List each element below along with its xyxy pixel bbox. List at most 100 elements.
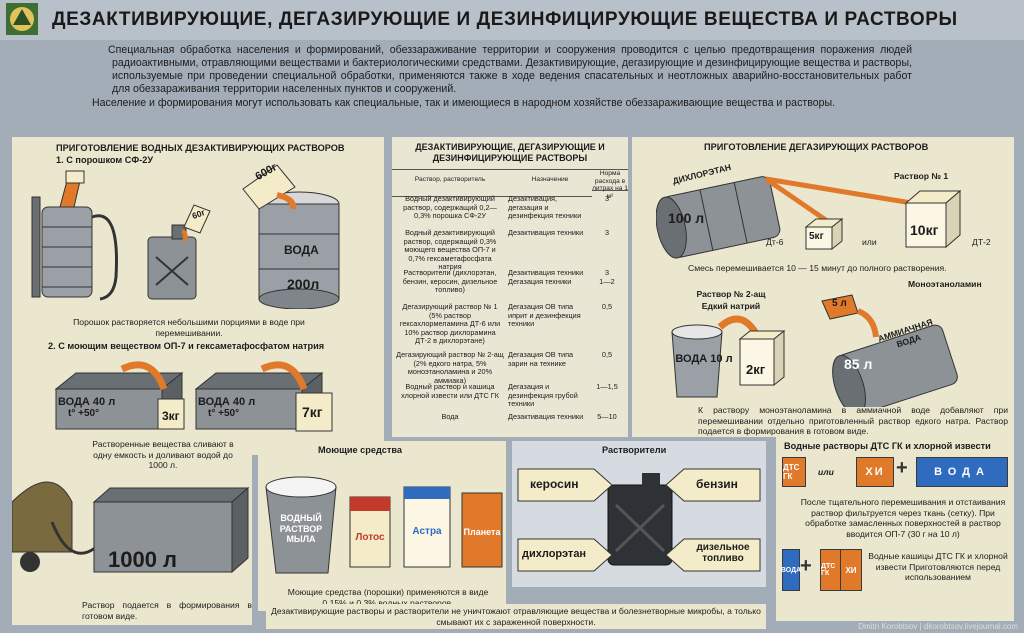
- monoethanolamine-note: К раствору моноэтаноламина в аммиачной в…: [698, 405, 1008, 436]
- box-2kg-label: 2кг: [746, 362, 766, 377]
- table-cell-purpose: Дегазация и дезинфекция грубой техники: [508, 382, 578, 409]
- detergents-note: Моющие средства (порошки) применяются в …: [287, 587, 489, 608]
- detergents-illustration: [265, 476, 503, 574]
- solvents-illustration: [517, 468, 761, 572]
- sprayer-illustration: [31, 170, 118, 301]
- civil-defense-emblem-icon: [6, 3, 38, 35]
- table-cell-norm: 3: [604, 194, 610, 203]
- table-cell-solution: Водный дезактивирующий раствор, содержащ…: [403, 228, 497, 272]
- panel-title: ПРИГОТОВЛЕНИЕ ВОДНЫХ ДЕЗАКТИВИРУЮЩИХ РАС…: [56, 143, 345, 153]
- table-cell-norm: 3: [604, 228, 610, 237]
- table-header-purpose: Назначение: [508, 169, 592, 197]
- poster-title: ДЕЗАКТИВИРУЮЩИЕ, ДЕГАЗИРУЮЩИЕ И ДЕЗИНФИЦ…: [52, 9, 958, 30]
- solvent-dichloroethane: дихлорэтан: [522, 548, 587, 560]
- table-cell-norm: 0,5: [601, 302, 613, 311]
- panel-dts-gk: Водные растворы ДТС ГК и хлорной извести…: [776, 437, 1014, 621]
- hi-box-2: ХИ: [840, 549, 862, 591]
- dt6-label: Дт-6: [766, 237, 784, 247]
- table-cell-purpose: Дегазация ОВ типа иприт и дезинфекция те…: [508, 302, 581, 329]
- barrel-200l-illustration: [242, 164, 340, 309]
- soap-bucket-label: ВОДНЫЙ РАСТВОР МЫЛА: [279, 513, 323, 544]
- solution2-illustration: [671, 294, 958, 407]
- panel-solvents: Растворители керосин бензин дихлорэтан д…: [512, 441, 766, 587]
- solvent-diesel: дизельное топливо: [696, 542, 750, 564]
- plus-sign-2: +: [800, 555, 812, 577]
- mixing-box-2-illustration: [194, 361, 333, 432]
- table-cell-purpose: Дезактивация техники Дегазация техники: [508, 268, 584, 286]
- label-200l: 200л: [287, 276, 320, 292]
- method-2-title: 2. С моющим веществом ОП-7 и гексаметафо…: [48, 341, 325, 351]
- table-cell-norm: 1—1,5: [596, 382, 618, 391]
- panel-detergents: Моющие средства ВОДНЫЙ РАСТВОР МЫЛА Лото…: [258, 441, 506, 611]
- panel-aqueous-decontaminating: ПРИГОТОВЛЕНИЕ ВОДНЫХ ДЕЗАКТИВИРУЮЩИХ РАС…: [12, 137, 384, 455]
- note-powder: Порошок растворяется небольшими порциями…: [73, 317, 305, 338]
- mix-note: Смесь перемешивается 10 — 15 минут до по…: [688, 263, 947, 273]
- table-cell-norm: 3 1—2: [599, 268, 615, 286]
- barrel1-volume: 100 л: [668, 210, 705, 226]
- hi-box: ХИ: [856, 457, 894, 487]
- table-header-solution: Раствор, растворитель: [392, 169, 508, 197]
- panel-title-degassing: ПРИГОТОВЛЕНИЕ ДЕГАЗИРУЮЩИХ РАСТВОРОВ: [704, 142, 929, 152]
- box-5kg-label: 5кг: [809, 231, 824, 242]
- table-cell-solution: Вода: [441, 412, 459, 421]
- photo-credit: Dmitri Korobtsov | dkorobtsov.livejourna…: [858, 622, 1018, 631]
- dts-title: Водные растворы ДТС ГК и хлорной извести: [784, 441, 991, 451]
- solutions-table: ДЕЗАКТИВИРУЮЩИЕ, ДЕГАЗИРУЮЩИЕ И ДЕЗИНФИЦ…: [392, 137, 628, 437]
- dts-paste-note: Водные кашицы ДТС ГК и хлорной извести П…: [868, 551, 1008, 582]
- table-cell-purpose: Дезактивация техники: [508, 412, 584, 421]
- tank-1000l-label: 1000 л: [108, 547, 178, 572]
- panel-degassing: ПРИГОТОВЛЕНИЕ ДЕГАЗИРУЮЩИХ РАСТВОРОВ ДИХ…: [632, 137, 1014, 437]
- dts-box-2: ДТС ГК: [820, 549, 842, 591]
- water-box: ВОДА: [916, 457, 1008, 487]
- table-cell-solution: Водный раствор и кашица хлорной извести …: [401, 382, 499, 400]
- solution1-label: Раствор № 1: [894, 171, 949, 181]
- dichloroethane-barrel-illustration: [656, 176, 962, 259]
- table-cell-purpose: Дегазация ОВ типа зарин на технике: [508, 350, 574, 368]
- table-cell-norm: 5—10: [597, 412, 617, 421]
- tank-1000l-illustration: [12, 481, 250, 574]
- box2-temp-label: t° +50°: [208, 408, 240, 419]
- panel-tank-1000l: Растворенные вещества сливают в одну емк…: [12, 439, 252, 625]
- solvent-gasoline: бензин: [696, 477, 738, 491]
- dts-box: ДТС ГК: [782, 457, 806, 487]
- box1-water-label: ВОДА 40 л: [58, 396, 116, 408]
- can-5l-label: 5 л: [832, 298, 847, 309]
- method-1-title: 1. С порошком СФ-2У: [56, 155, 154, 165]
- box2-kg-label: 7кг: [302, 404, 323, 420]
- box-10kg-label: 10кг: [910, 222, 939, 238]
- water-box-vertical: ВОДА: [781, 549, 801, 591]
- note-mix-poured: Растворенные вещества сливают в одну емк…: [92, 439, 234, 470]
- bottom-warning-note: Дезактивирующие растворы и растворители …: [266, 604, 766, 629]
- mixing-box-1-illustration: [54, 361, 185, 431]
- detergents-title: Моющие средства: [318, 445, 402, 455]
- dt2-label: ДТ-2: [972, 237, 991, 247]
- table-cell-norm: 0,5: [601, 350, 613, 359]
- intro-paragraph: Специальная обработка населения и формир…: [108, 44, 913, 95]
- solvent-kerosene: керосин: [530, 477, 579, 491]
- intro-paragraph-2: Население и формирования могут использов…: [92, 97, 836, 109]
- naoh-label: Едкий натрий: [701, 301, 761, 311]
- solvents-title: Растворители: [602, 445, 667, 455]
- astra-box-label: Астра: [412, 526, 442, 537]
- solution2-label: Раствор № 2-ащ: [696, 289, 766, 299]
- table-cell-purpose: Дезактивация, дегазация и дезинфекция те…: [508, 194, 582, 221]
- note-ready-solution: Раствор подается в формирования в готово…: [82, 600, 252, 621]
- canister-illustration: [147, 204, 211, 300]
- table-cell-purpose: Дезактивация техники: [508, 228, 584, 237]
- table-cell-solution: Дегазирующий раствор № 2-ащ (2% едкого н…: [396, 350, 504, 385]
- monoethanolamine-label: Моноэтаноламин: [908, 279, 982, 289]
- planeta-box-label: Планета: [463, 527, 501, 537]
- box2-water-label: ВОДА 40 л: [198, 396, 256, 408]
- dts-or-label: или: [818, 467, 834, 477]
- table-title: ДЕЗАКТИВИРУЮЩИЕ, ДЕГАЗИРУЮЩИЕ И ДЕЗИНФИЦ…: [415, 142, 605, 163]
- table-cell-solution: Растворители (дихлорэтан, бензин, кероси…: [402, 268, 498, 295]
- or-label: или: [862, 237, 877, 247]
- barrel2-volume: 85 л: [844, 356, 873, 372]
- header-band: ДЕЗАКТИВИРУЮЩИЕ, ДЕГАЗИРУЮЩИЕ И ДЕЗИНФИЦ…: [0, 0, 1024, 40]
- dts-note: После тщательного перемешивания и отстаи…: [800, 497, 1006, 539]
- plus-sign: +: [896, 457, 908, 479]
- table-header-norm: Норма расхода в литрах на 1 м²: [592, 169, 628, 200]
- table-cell-solution: Дегазирующий раствор № 1 (5% раствор гек…: [399, 302, 501, 346]
- box1-temp-label: t° +50°: [68, 408, 100, 419]
